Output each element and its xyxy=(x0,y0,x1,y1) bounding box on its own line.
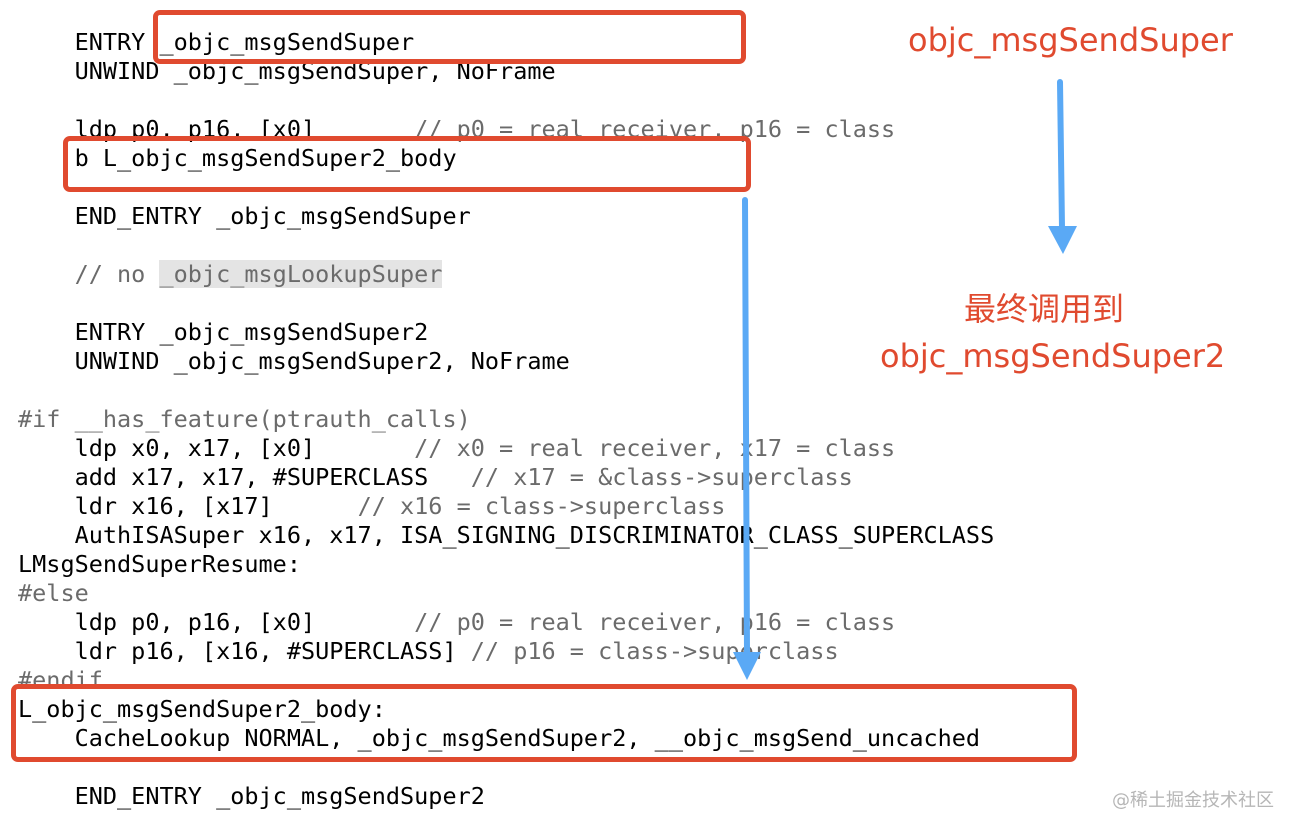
code-text: AuthISASuper x16, x17, ISA_SIGNING_DISCR… xyxy=(74,521,995,549)
code-comment: // x16 = class->superclass xyxy=(357,492,726,520)
code-comment: #endif xyxy=(18,666,103,694)
code-line: CacheLookup NORMAL, _objc_msgSendSuper2,… xyxy=(18,724,994,753)
code-line: ldr x16, [x17] // x16 = class->superclas… xyxy=(18,492,994,521)
code-line: ENTRY _objc_msgSendSuper xyxy=(18,28,994,57)
code-line: #endif xyxy=(18,666,994,695)
code-comment: // p0 = real receiver, p16 = class xyxy=(414,608,896,636)
code-text: ldp p0, p16, [x0] xyxy=(74,608,415,636)
code-comment: #else xyxy=(18,579,89,607)
highlight-box-body xyxy=(11,684,1077,762)
watermark: @稀土掘金技术社区 xyxy=(1112,790,1274,811)
code-line: add x17, x17, #SUPERCLASS // x17 = &clas… xyxy=(18,463,994,492)
code-text: ENTRY _objc_msgSendSuper xyxy=(74,28,415,56)
annotation-mid-label-line2: objc_msgSendSuper2 xyxy=(880,337,1226,375)
code-line: END_ENTRY _objc_msgSendSuper xyxy=(18,202,994,231)
code-text: ldr p16, [x16, #SUPERCLASS] xyxy=(74,637,471,665)
code-highlight: _objc_msgLookupSuper xyxy=(159,260,443,288)
code-comment: // p16 = class->superclass xyxy=(470,637,839,665)
code-line: UNWIND _objc_msgSendSuper2, NoFrame xyxy=(18,347,994,376)
code-line: END_ENTRY _objc_msgSendSuper2 xyxy=(18,782,994,811)
code-line: ldr p16, [x16, #SUPERCLASS] // p16 = cla… xyxy=(18,637,994,666)
code-line: b L_objc_msgSendSuper2_body xyxy=(18,144,994,173)
code-text: add x17, x17, #SUPERCLASS xyxy=(74,463,471,491)
arrow-down-right-icon xyxy=(1048,79,1077,254)
code-comment: // x17 = &class->superclass xyxy=(470,463,853,491)
highlight-box-branch xyxy=(63,136,751,192)
code-text: ENTRY _objc_msgSendSuper2 xyxy=(74,318,429,346)
code-text: END_ENTRY _objc_msgSendSuper2 xyxy=(74,782,485,810)
code-line: // no _objc_msgLookupSuper xyxy=(18,260,994,289)
annotation-mid-label-line1: 最终调用到 xyxy=(964,290,1125,328)
code-line: ldp x0, x17, [x0] // x0 = real receiver,… xyxy=(18,434,994,463)
code-line: #if __has_feature(ptrauth_calls) xyxy=(18,405,994,434)
code-line: LMsgSendSuperResume: xyxy=(18,550,994,579)
annotation-top-label: objc_msgSendSuper xyxy=(908,21,1233,59)
code-text: b L_objc_msgSendSuper2_body xyxy=(74,144,457,172)
highlight-box-entry xyxy=(153,10,746,64)
code-line: AuthISASuper x16, x17, ISA_SIGNING_DISCR… xyxy=(18,521,995,550)
code-line: #else xyxy=(18,579,994,608)
code-text: ldp x0, x17, [x0] xyxy=(74,434,415,462)
code-text: L_objc_msgSendSuper2_body: xyxy=(18,695,386,723)
code-line: ENTRY _objc_msgSendSuper2 xyxy=(18,318,994,347)
code-text: LMsgSendSuperResume: xyxy=(18,550,301,578)
code-text: CacheLookup NORMAL, _objc_msgSendSuper2,… xyxy=(74,724,981,752)
code-comment: #if __has_feature(ptrauth_calls) xyxy=(18,405,471,433)
code-comment: // no xyxy=(74,260,160,288)
code-text: UNWIND _objc_msgSendSuper2, NoFrame xyxy=(74,347,570,375)
code-text: END_ENTRY _objc_msgSendSuper xyxy=(74,202,471,230)
code-comment: // x0 = real receiver, x17 = class xyxy=(414,434,896,462)
arrow-down-center-icon xyxy=(733,197,761,680)
code-text: ldr x16, [x17] xyxy=(74,492,358,520)
code-line: ldp p0, p16, [x0] // p0 = real receiver,… xyxy=(18,608,994,637)
code-line: L_objc_msgSendSuper2_body: xyxy=(18,695,994,724)
